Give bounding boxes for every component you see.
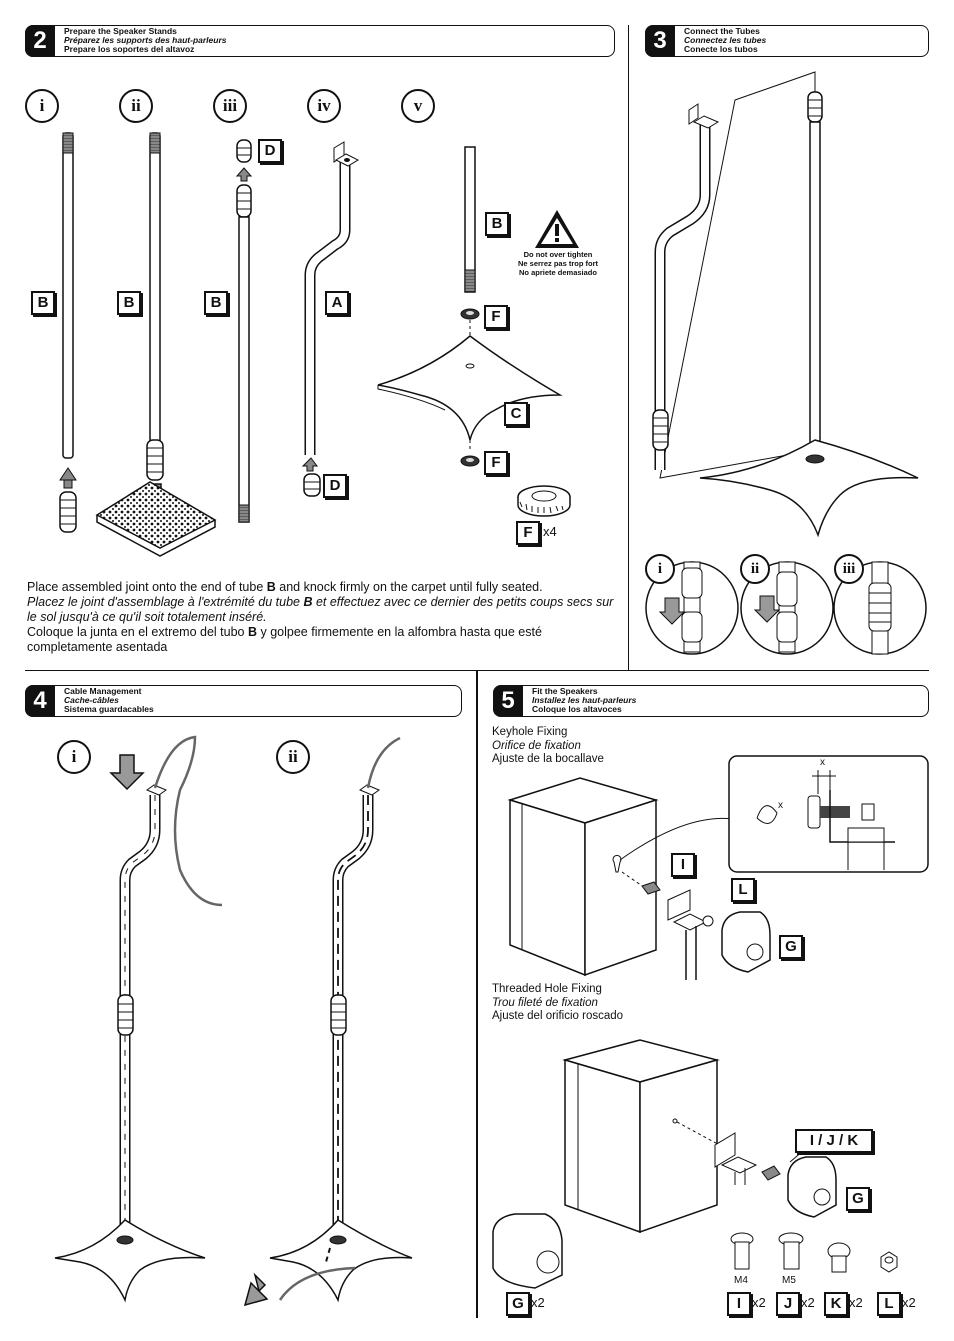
step4-title-fr: Cache-câbles — [64, 695, 119, 705]
hardware-k-label: K — [824, 1292, 848, 1316]
instruction-es: Coloque la junta en el extremo del tubo … — [27, 625, 542, 654]
instruction-fr: Placez le joint d'assemblage à l'extrémi… — [27, 595, 614, 624]
step2-substep-ii: ii — [119, 89, 153, 123]
instruction-en: Place assembled joint onto the end of tu… — [27, 580, 543, 594]
step4-header: 4 Cable Management Cache-câbles Sistema … — [25, 685, 462, 717]
part-label-i: I — [671, 853, 695, 877]
step3-substep-ii: ii — [740, 554, 770, 584]
step3-title-en: Connect the Tubes — [684, 26, 760, 36]
step5-illustration — [492, 755, 929, 1289]
divider-vertical-bottom — [476, 670, 478, 1318]
part-label-f: F — [484, 451, 508, 475]
step2-title-fr: Préparez les supports des haut-parleurs — [64, 35, 227, 45]
part-label-b: B — [31, 291, 55, 315]
detail-x-label: x — [778, 800, 783, 811]
part-label-g: G — [779, 935, 803, 959]
hardware-i-label: I — [727, 1292, 751, 1316]
part-label-g: G — [846, 1187, 870, 1211]
step5-title-en: Fit the Speakers — [532, 686, 598, 696]
step2-title-es: Prepare los soportes del altavoz — [64, 44, 195, 54]
tube-iii — [235, 139, 253, 523]
threaded-title-fr: Trou fileté de fixation — [492, 997, 598, 1009]
hardware-g-qty: x2 — [531, 1295, 545, 1310]
step3-illustration — [645, 71, 927, 655]
part-label-d: D — [258, 139, 282, 163]
threaded-title-en: Threaded Hole Fixing — [492, 983, 602, 995]
hardware-g-label: G — [506, 1292, 530, 1316]
part-label-ijk: I / J / K — [795, 1129, 873, 1153]
step3-title-fr: Connectez les tubes — [684, 35, 767, 45]
step3-substep-i: i — [645, 554, 675, 584]
step3-header: 3 Connect the Tubes Connectez les tubes … — [645, 25, 929, 57]
keyhole-title-fr: Orifice de fixation — [492, 740, 581, 752]
tube-i — [59, 132, 77, 533]
step2-substep-iii: iii — [213, 89, 247, 123]
step5-number: 5 — [493, 685, 523, 717]
hardware-j-label: J — [776, 1292, 800, 1316]
step2-title-en: Prepare the Speaker Stands — [64, 26, 177, 36]
part-label-b: B — [204, 291, 228, 315]
part-label-b: B — [485, 212, 509, 236]
tube-v — [377, 146, 579, 517]
keyhole-title-es: Ajuste de la bocallave — [492, 753, 604, 765]
step2-substep-iv: iv — [307, 89, 341, 123]
warning-fr: Ne serrez pas trop fort — [517, 259, 599, 268]
step2-header: 2 Prepare the Speaker Stands Préparez le… — [25, 25, 615, 57]
step2-substep-v: v — [401, 89, 435, 123]
part-label-b: B — [117, 291, 141, 315]
step2-substep-i: i — [25, 89, 59, 123]
f-quantity: x4 — [543, 524, 557, 539]
step5-header: 5 Fit the Speakers Installez les haut-pa… — [493, 685, 929, 717]
part-label-l: L — [731, 878, 755, 902]
hardware-i-qty: x2 — [752, 1295, 766, 1310]
step4-substep-ii: ii — [276, 740, 310, 774]
step3-substep-iii: iii — [834, 554, 864, 584]
part-label-c: C — [504, 402, 528, 426]
step5-title-fr: Installez les haut-parleurs — [532, 695, 637, 705]
warning-en: Do not over tighten — [523, 250, 593, 259]
threaded-title-es: Ajuste del orificio roscado — [492, 1010, 624, 1022]
hardware-l-qty: x2 — [902, 1295, 916, 1310]
part-label-f: F — [484, 305, 508, 329]
step2-number: 2 — [25, 25, 55, 57]
part-label-f: F — [516, 521, 540, 545]
keyhole-title-en: Keyhole Fixing — [492, 726, 568, 738]
warning-es: No apriete demasiado — [519, 268, 597, 277]
step4-substep-i: i — [57, 740, 91, 774]
hardware-l-label: L — [877, 1292, 901, 1316]
step5-title-es: Coloque los altavoces — [532, 704, 622, 714]
step4-title-es: Sistema guardacables — [64, 704, 154, 714]
hardware-j-size: M5 — [782, 1275, 796, 1286]
tube-iv — [301, 141, 360, 497]
tube-ii — [95, 132, 217, 557]
step4-number: 4 — [25, 685, 55, 717]
step3-number: 3 — [645, 25, 675, 57]
part-label-d: D — [323, 474, 347, 498]
step3-title-es: Conecte los tubos — [684, 44, 758, 54]
step4-title-en: Cable Management — [64, 686, 142, 696]
detail-x-label: x — [820, 757, 825, 768]
part-label-a: A — [325, 291, 349, 315]
hardware-i-size: M4 — [734, 1275, 748, 1286]
hardware-j-qty: x2 — [801, 1295, 815, 1310]
divider-vertical-top — [628, 25, 629, 670]
step4-illustration — [54, 735, 413, 1307]
hardware-k-qty: x2 — [849, 1295, 863, 1310]
